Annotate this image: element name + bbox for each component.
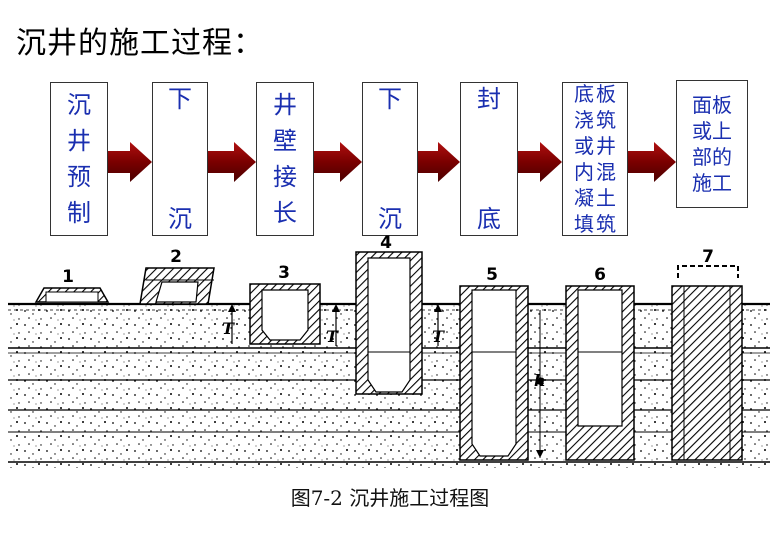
step-char: 沉	[67, 91, 91, 119]
step-char: 井	[67, 127, 91, 155]
page-title: 沉井的施工过程：	[16, 26, 264, 61]
arrow-right-icon	[628, 142, 676, 182]
step-box-top-construction: 面板 或上 部的 施工	[676, 80, 748, 208]
step-char: 下	[378, 85, 402, 113]
step-char: 长	[273, 199, 297, 227]
stage-7-dashed-cap	[677, 265, 739, 278]
stage-1-caisson	[34, 287, 110, 303]
step-char: 井	[273, 91, 297, 119]
stage-number: 2	[170, 247, 182, 267]
step-char: 筑	[596, 108, 616, 132]
step-char: 填	[574, 212, 594, 236]
arrow-right-icon	[108, 142, 152, 182]
step-char: 井	[596, 134, 616, 158]
step-char: 土	[596, 186, 616, 210]
figure-caption: 图7-2 沉井施工过程图	[290, 486, 490, 510]
step-box-sink-1: 下 沉	[152, 82, 208, 236]
step-char: 筑	[596, 212, 616, 236]
stage-6-caisson	[565, 285, 635, 461]
dimension-label-t: T	[222, 319, 235, 338]
stage-2-caisson	[139, 267, 215, 305]
step-char: 内	[574, 160, 594, 184]
step-char: 沉	[378, 205, 402, 233]
dimension-label-t: T	[326, 327, 339, 346]
dimension-label-h: h	[534, 371, 546, 390]
stage-number: 6	[594, 265, 606, 285]
step-char: 预	[67, 163, 91, 191]
arrow-right-icon	[314, 142, 362, 182]
step-char: 混	[596, 160, 616, 184]
step-char: 封	[477, 85, 501, 113]
stage-number: 4	[380, 233, 392, 253]
step-char: 浇	[574, 108, 594, 132]
step-char: 制	[67, 199, 91, 227]
step-box-precast: 沉 井 预 制	[50, 82, 108, 236]
arrow-right-icon	[518, 142, 562, 182]
step-line: 部的	[692, 145, 732, 169]
stage-number: 3	[278, 263, 290, 283]
step-char: 底	[477, 205, 501, 233]
step-box-seal-bottom: 封 底	[460, 82, 518, 236]
step-line: 或上	[692, 119, 732, 143]
arrow-right-icon	[208, 142, 256, 182]
stage-4-caisson	[332, 251, 442, 395]
stage-number: 7	[702, 247, 714, 267]
step-char: 凝	[574, 186, 594, 210]
step-line: 面板	[692, 93, 732, 117]
stage-number: 5	[486, 265, 498, 285]
arrow-right-icon	[418, 142, 460, 182]
step-char: 下	[168, 85, 192, 113]
stage-5-caisson	[459, 285, 544, 461]
step-box-bottom-slab: 底 浇 或 内 凝 填 板 筑 井 混 土 筑	[562, 82, 628, 236]
step-char: 沉	[168, 205, 192, 233]
step-char: 壁	[273, 127, 297, 155]
step-char: 板	[596, 82, 616, 106]
dimension-label-t: T	[432, 327, 445, 346]
step-char: 接	[273, 163, 297, 191]
step-char: 或	[574, 134, 594, 158]
stage-7-caisson	[671, 265, 743, 461]
step-line: 施工	[692, 171, 732, 195]
step-char: 底	[574, 82, 594, 106]
step-box-wall-extend: 井 壁 接 长	[256, 82, 314, 236]
stage-3-caisson	[228, 283, 321, 345]
stage-number: 1	[62, 267, 74, 287]
step-box-sink-2: 下 沉	[362, 82, 418, 236]
